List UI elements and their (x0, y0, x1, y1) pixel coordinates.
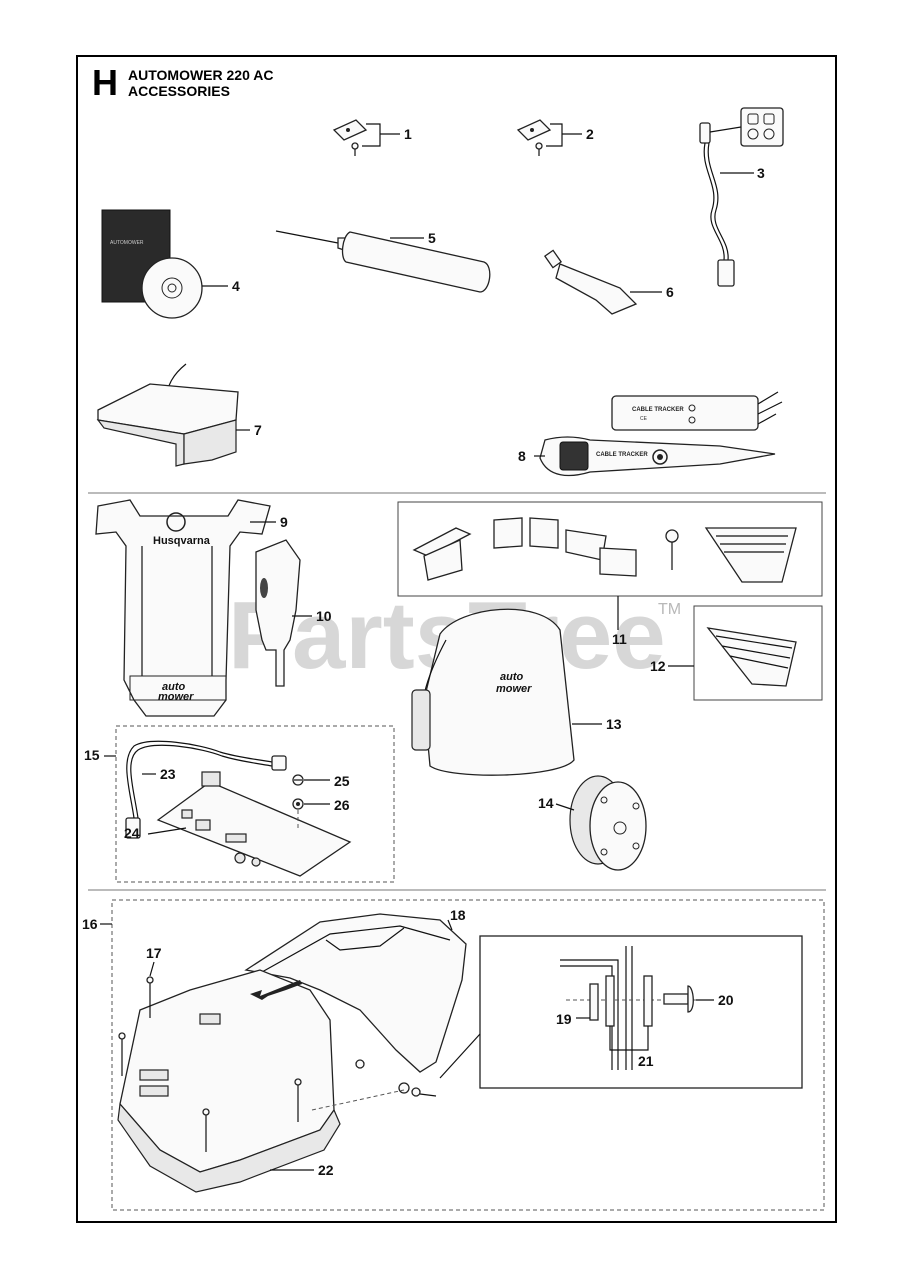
part-5-sealant-tube (275, 230, 491, 293)
bag-model-line1: auto (500, 671, 524, 683)
callout-5: 5 (428, 230, 436, 246)
callout-12: 12 (650, 658, 666, 674)
detail-pointer (439, 1033, 481, 1079)
callout-21: 21 (638, 1053, 654, 1069)
part-25-screw (292, 774, 304, 786)
part-8-cable-tracker: CABLE TRACKER CE CABLE TRACKER (539, 391, 783, 477)
callout-20: 20 (718, 992, 734, 1008)
plate-model-line1: auto (162, 681, 186, 693)
leader-1 (362, 123, 381, 147)
diagram-subtitle: ACCESSORIES (128, 83, 230, 99)
callout-11: 11 (612, 631, 627, 647)
hinge-detail-drawing (560, 946, 700, 1070)
leader-24 (147, 827, 187, 835)
tracker-receiver-label: CABLE TRACKER (596, 452, 648, 458)
callout-22: 22 (318, 1162, 334, 1178)
callout-24: 24 (124, 825, 140, 841)
part-4-manual-cd: AUTOMOWER (101, 209, 203, 319)
part-17-screws (118, 976, 302, 1152)
part-9-charging-plate: Husqvarna auto mower (95, 499, 271, 717)
callout-25: 25 (334, 773, 350, 789)
part-14-wheel (569, 775, 647, 871)
part-3-usb-cable (699, 107, 784, 287)
part-24-circuit-board (156, 771, 352, 877)
callout-3: 3 (757, 165, 765, 181)
callout-8: 8 (518, 448, 526, 464)
part-12-box (693, 605, 823, 701)
bag-model-line2: mower (496, 683, 532, 695)
part-6-grease-tube (543, 249, 638, 315)
part-23-wire-harness (125, 740, 287, 839)
part-11-wall-hanger (412, 517, 797, 583)
callout-6: 6 (666, 284, 674, 300)
callout-26: 26 (334, 797, 350, 813)
diagram-border (76, 55, 837, 1223)
callout-10: 10 (316, 608, 332, 624)
leader-18 (447, 919, 453, 931)
part-1-blade-screw (332, 119, 368, 156)
leader-2 (546, 123, 563, 147)
callout-15: 15 (84, 747, 100, 763)
part-11-box (397, 501, 823, 597)
part-18-top-cover (244, 913, 467, 1073)
leader-14 (555, 803, 575, 811)
ce-mark-sender: CE (640, 416, 648, 422)
part-7-station-cover (96, 363, 239, 467)
part-13-backpack: auto mower (411, 608, 575, 776)
section-letter: H (92, 62, 118, 103)
plate-model-line2: mower (158, 691, 194, 703)
callout-1: 1 (404, 126, 412, 142)
part-2-blade-screw (516, 119, 552, 156)
tracker-sender-label: CABLE TRACKER (632, 407, 684, 413)
leader-17 (149, 961, 155, 977)
callout-2: 2 (586, 126, 594, 142)
callout-4: 4 (232, 278, 240, 294)
callout-9: 9 (280, 514, 288, 530)
callout-16: 16 (82, 916, 98, 932)
part-22-body-chassis (117, 969, 341, 1193)
watermark-trademark: TM (658, 601, 681, 618)
plate-brand: Husqvarna (153, 535, 211, 547)
diagram-title: AUTOMOWER 220 AC (128, 67, 273, 83)
leader-21 (609, 1026, 649, 1051)
callout-17: 17 (146, 945, 162, 961)
callout-23: 23 (160, 766, 176, 782)
callout-14: 14 (538, 795, 554, 811)
callout-19: 19 (556, 1011, 572, 1027)
callout-13: 13 (606, 716, 622, 732)
part-12-brush (706, 627, 797, 687)
callout-7: 7 (254, 422, 262, 438)
hinge-fasteners (311, 1059, 437, 1111)
hinge-detail-box (479, 935, 803, 1089)
manual-cover-text: AUTOMOWER (110, 240, 144, 246)
part-26-washer (292, 798, 304, 828)
callout-18: 18 (450, 907, 466, 923)
part-10-peg (255, 539, 301, 687)
